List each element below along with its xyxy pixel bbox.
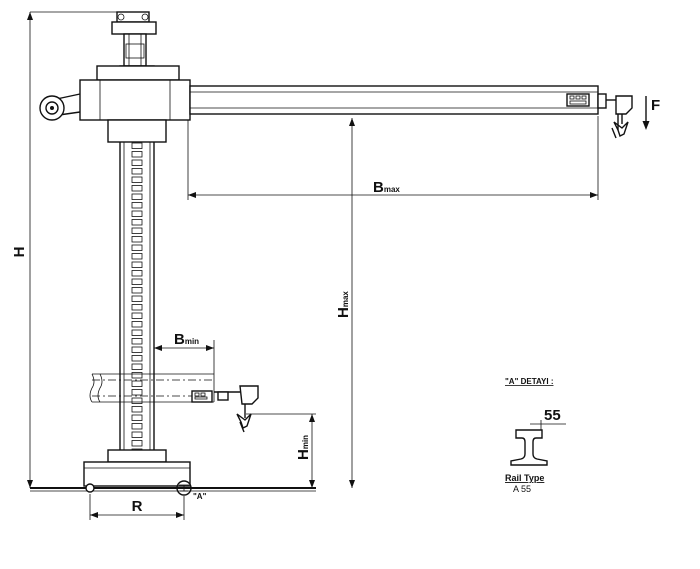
rack-tooth	[131, 304, 143, 311]
rack-tooth	[131, 363, 143, 370]
rack-tooth	[131, 338, 143, 345]
rail-model-label: A 55	[513, 484, 531, 494]
b-max-label: B	[373, 179, 384, 196]
rack-tooth	[131, 253, 143, 260]
rack-tooth	[131, 278, 143, 285]
rail-profile	[510, 429, 548, 466]
svg-text:Hmin: Hmin	[295, 435, 312, 460]
b-min-label: B	[174, 331, 185, 348]
force-label: F	[651, 97, 660, 114]
dimension-r: R	[89, 494, 185, 520]
rack-tooth	[131, 227, 143, 234]
dimension-h-label: H	[11, 247, 28, 258]
rack-tooth	[131, 346, 143, 353]
rack-tooth	[131, 355, 143, 362]
rack-tooth	[131, 312, 143, 319]
rack-tooth	[131, 244, 143, 251]
rack-tooth	[131, 389, 143, 396]
h-max-subscript: max	[341, 291, 350, 308]
rack-tooth	[131, 295, 143, 302]
rack-tooth	[131, 193, 143, 200]
svg-text:Bmax: Bmax	[373, 179, 400, 196]
dimension-r-label: R	[132, 498, 143, 515]
boom-lowered	[89, 373, 259, 433]
rail-type-label: Rail Type	[505, 473, 544, 483]
rack-tooth	[131, 202, 143, 209]
rack-tooth	[131, 431, 143, 438]
rack-tooth	[131, 329, 143, 336]
detail-a-marker: "A"	[193, 492, 207, 501]
rack-tooth	[131, 176, 143, 183]
dimension-h-min: Hmin	[246, 413, 316, 488]
carriage	[39, 65, 191, 143]
detail-dimension: 55	[544, 407, 561, 424]
rack-tooth	[131, 321, 143, 328]
rack-tooth	[131, 219, 143, 226]
dimension-b-min: Bmin	[154, 331, 215, 374]
rack-tooth	[131, 372, 143, 379]
force-arrow: F	[642, 96, 660, 130]
h-max-label: H	[335, 307, 352, 318]
rack-tooth	[131, 168, 143, 175]
boom-arm	[189, 85, 633, 139]
rack-tooth	[131, 185, 143, 192]
rack-tooth	[131, 159, 143, 166]
rack-tooth	[131, 236, 143, 243]
rack-tooth	[131, 397, 143, 404]
rack-tooth	[131, 414, 143, 421]
dimension-b-max: Bmax	[187, 116, 599, 200]
b-max-subscript: max	[384, 185, 401, 194]
detail-a: "A" DETAYI : 55 Rail Type A 55	[505, 377, 566, 494]
h-min-subscript: min	[301, 435, 310, 449]
rack-tooth	[131, 151, 143, 158]
rack-tooth	[131, 380, 143, 387]
rack-tooth	[131, 423, 143, 430]
rack-tooth	[131, 142, 143, 149]
svg-text:Hmax: Hmax	[335, 291, 352, 318]
rack-tooth	[131, 210, 143, 217]
base: "A"	[30, 449, 316, 501]
dimension-h-max: Hmax	[335, 118, 355, 488]
h-min-label: H	[295, 449, 312, 460]
detail-title: "A" DETAYI :	[505, 377, 553, 386]
b-min-subscript: min	[185, 337, 199, 346]
rack-tooth	[131, 440, 143, 447]
svg-text:Bmin: Bmin	[174, 331, 199, 348]
rack-tooth	[131, 261, 143, 268]
rack-tooth	[131, 406, 143, 413]
rail-detail-marker	[176, 480, 192, 496]
rack-tooth	[131, 287, 143, 294]
rack-tooth	[131, 270, 143, 277]
